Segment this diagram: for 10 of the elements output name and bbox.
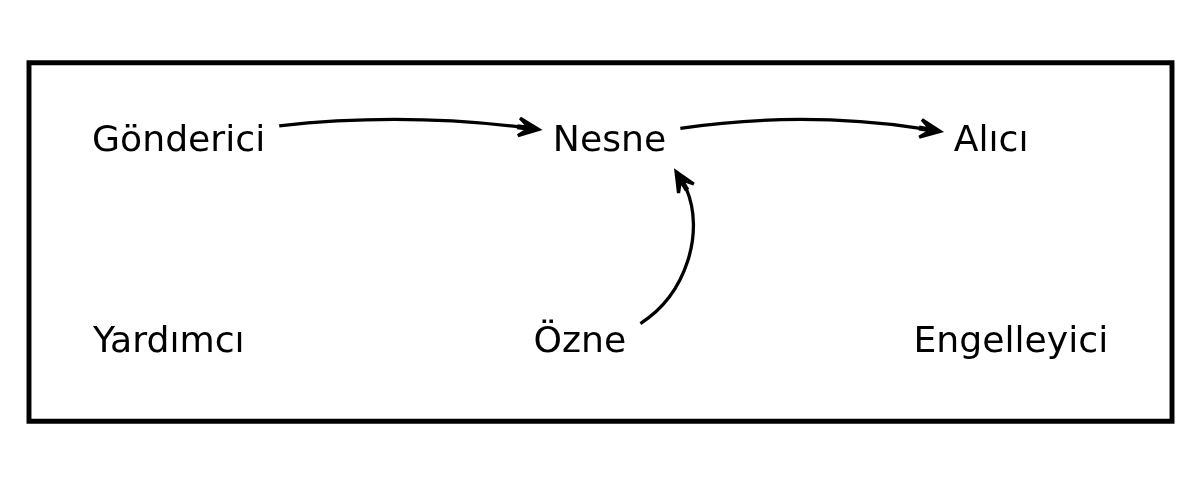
node-text: Özne (533, 317, 627, 361)
node-text: Engelleyici (913, 317, 1109, 361)
node-text: Gönderici (92, 116, 266, 160)
arrow (639, 169, 696, 325)
arrow (279, 116, 541, 137)
node-text: Nesne (552, 116, 667, 160)
node-text: Alıcı (953, 116, 1029, 160)
node-text: Yardımcı (92, 317, 245, 361)
cluster (26, 59, 1175, 424)
arrow (680, 117, 942, 139)
